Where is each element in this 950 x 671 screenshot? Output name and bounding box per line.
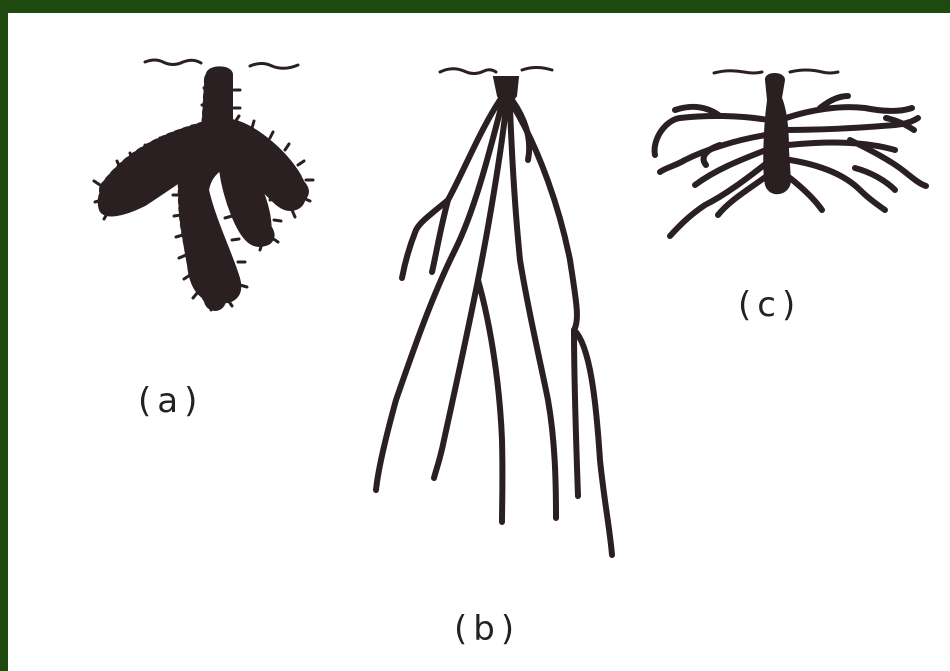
root-system-c: (c)	[655, 70, 926, 325]
water-line-c-left	[714, 71, 762, 73]
root-a-body	[99, 67, 306, 302]
label-c: (c)	[738, 285, 801, 325]
label-a: (a)	[138, 381, 203, 421]
water-line-c-right	[790, 70, 838, 73]
label-b: (b)	[454, 609, 520, 649]
water-line-b-left	[440, 69, 496, 74]
root-b-strands	[376, 100, 612, 555]
root-c-branches	[655, 96, 926, 236]
water-line-a-left	[145, 60, 201, 65]
root-system-b: (b)	[376, 68, 612, 650]
water-line-b-right	[522, 68, 552, 71]
root-system-a: (a)	[94, 60, 313, 421]
water-line-a-right	[250, 64, 298, 69]
